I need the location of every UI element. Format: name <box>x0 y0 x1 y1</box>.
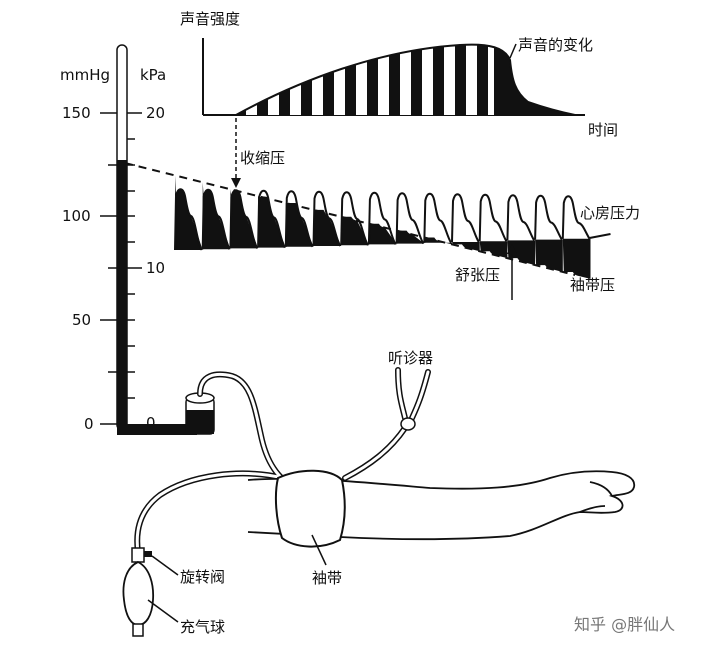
arrow-down-icon <box>231 178 241 188</box>
mmhg-ticks <box>100 112 117 425</box>
kpa-ticks <box>127 112 142 399</box>
cuff-band-label: 袖带 <box>312 569 342 587</box>
tick-kpa-10: 10 <box>146 259 165 277</box>
atrial-pressure-waveform: 心房压力 <box>174 175 640 279</box>
diastolic-label: 舒张压 <box>455 266 500 284</box>
systolic-marker: 收缩压 <box>231 118 285 188</box>
manometer-base <box>117 424 197 435</box>
valve-label: 旋转阀 <box>180 568 225 586</box>
stethoscope-junction <box>400 417 416 431</box>
sound-intensity-graph: 声音强度 时间 声音的变化 <box>180 10 618 139</box>
sound-curve-label: 声音的变化 <box>518 36 593 54</box>
stethoscope: 听诊器 <box>342 349 433 481</box>
stethoscope-label: 听诊器 <box>388 349 433 367</box>
cuff-pressure-line <box>124 162 576 276</box>
sound-y-label: 声音强度 <box>180 10 240 28</box>
sound-curve-pointer <box>509 43 517 59</box>
systolic-label: 收缩压 <box>240 149 285 167</box>
sound-x-label: 时间 <box>588 121 618 139</box>
diastolic-marker: 舒张压 <box>455 244 517 300</box>
unit-kpa: kPa <box>140 66 166 84</box>
inflation-bulb: 旋转阀 充气球 <box>122 547 225 637</box>
bulb-label: 充气球 <box>180 618 225 636</box>
atrial-pressure-label: 心房压力 <box>580 204 640 222</box>
watermark: 知乎 @胖仙人 <box>574 615 675 634</box>
cuff-band: 袖带 <box>274 469 346 587</box>
unit-mmhg: mmHg <box>60 66 110 84</box>
tick-mmhg-150: 150 <box>62 104 91 122</box>
rotary-valve <box>131 547 145 563</box>
sound-envelope-curve <box>235 43 576 116</box>
tick-kpa-20: 20 <box>146 104 165 122</box>
arrow-up-icon <box>507 244 517 254</box>
tick-kpa-0: 0 <box>146 414 156 432</box>
mercury-manometer: mmHg kPa 150 100 50 0 <box>60 44 215 435</box>
tick-mmhg-100: 100 <box>62 207 91 225</box>
tick-mmhg-0: 0 <box>84 415 94 433</box>
mercury-column <box>117 160 127 432</box>
tick-mmhg-50: 50 <box>72 311 91 329</box>
mercury-reservoir <box>185 392 215 435</box>
cuff-pressure-label: 袖带压 <box>570 276 615 294</box>
